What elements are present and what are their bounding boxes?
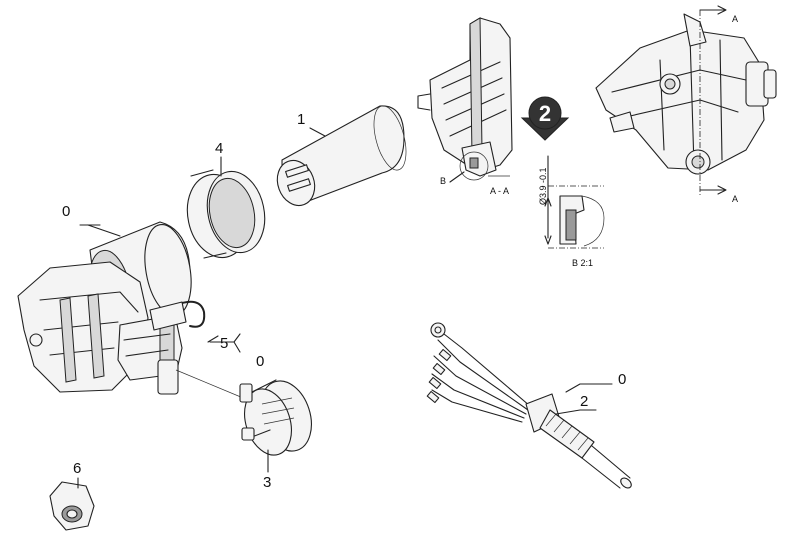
callout-part-0-motor: 0	[62, 203, 70, 220]
dimension-label: Ø3.9 -0.1	[538, 167, 548, 205]
knob-part[interactable]	[237, 374, 320, 461]
callout-part-1: 1	[297, 111, 305, 128]
ring-part[interactable]	[180, 166, 272, 263]
callout-part-0-ring: 0	[256, 353, 264, 370]
section-label-aa: A - A	[490, 186, 509, 196]
detail-scale-label: B 2:1	[572, 258, 593, 268]
cut-marker-a-bottom: A	[732, 194, 738, 204]
callout-part-3: 3	[263, 474, 271, 491]
cut-marker-a-top: A	[732, 14, 738, 24]
callout-part-0-cable: 0	[618, 371, 626, 388]
callout-part-2: 2	[580, 393, 588, 410]
housing-view	[595, 13, 777, 175]
callout-part-6: 6	[73, 460, 81, 477]
section-view-aa	[417, 17, 513, 181]
callout-part-4: 4	[215, 140, 223, 157]
grommet-part[interactable]	[49, 481, 95, 531]
detail-badge: 2	[520, 96, 570, 141]
section-marker-b: B	[440, 176, 446, 186]
capacitor-part[interactable]	[271, 103, 412, 211]
callout-part-5: 5	[220, 335, 228, 352]
motor-assembly-part[interactable]	[17, 221, 206, 395]
detail-b-view	[544, 155, 605, 249]
cable-harness-part[interactable]	[426, 322, 633, 490]
detail-badge-number: 2	[539, 101, 551, 126]
